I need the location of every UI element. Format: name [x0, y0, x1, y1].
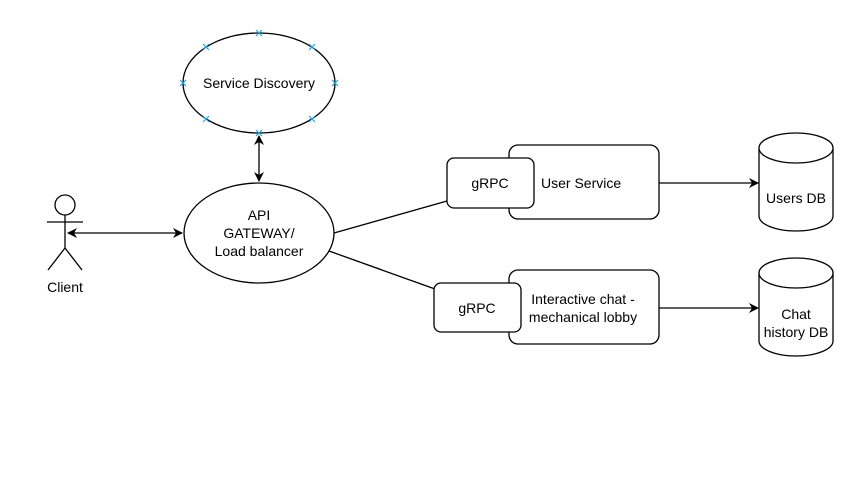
users-db-node[interactable]: Users DB	[758, 132, 834, 232]
handle-bottom-left[interactable]	[202, 115, 210, 123]
client-actor[interactable]: Client	[47, 194, 83, 295]
client-label: Client	[47, 279, 83, 295]
chat-history-db-node[interactable]: Chat history DB	[758, 257, 834, 357]
api-gateway-node[interactable]: API GATEWAY/ Load balancer	[183, 182, 335, 284]
api-gateway-label-line-2: GATEWAY/	[223, 225, 294, 241]
user-service-grpc-label: gRPC	[471, 175, 508, 191]
handle-bottom[interactable]	[255, 129, 263, 137]
chat-service-grpc-label: gRPC	[458, 300, 495, 316]
service-discovery-label: Service Discovery	[203, 75, 315, 91]
chat-history-db-label-line-1: Chat	[781, 306, 811, 322]
handle-top-right[interactable]	[308, 43, 316, 51]
chat-service-label-line-1: Interactive chat -	[531, 291, 635, 307]
api-gateway-label-line-1: API	[248, 207, 271, 223]
chat-service-grpc-node[interactable]: gRPC	[433, 282, 522, 333]
edge-gateway-chat-grpc[interactable]	[328, 250, 436, 290]
users-db-label: Users DB	[766, 190, 826, 206]
user-service-label: User Service	[541, 175, 621, 191]
user-service-grpc-node[interactable]: gRPC	[446, 157, 535, 209]
handle-top[interactable]	[255, 29, 263, 37]
handle-top-left[interactable]	[202, 43, 210, 51]
handle-bottom-right[interactable]	[308, 115, 316, 123]
edge-gateway-user-grpc[interactable]	[333, 200, 448, 234]
chat-history-db-label-line-2: history DB	[764, 324, 829, 340]
chat-service-node[interactable]: Interactive chat - mechanical lobby	[508, 269, 660, 345]
handle-right[interactable]	[331, 79, 339, 87]
service-discovery-node[interactable]: Service Discovery	[179, 29, 339, 137]
handle-left[interactable]	[179, 79, 187, 87]
api-gateway-label-line-3: Load balancer	[215, 243, 304, 259]
chat-service-label-line-2: mechanical lobby	[529, 309, 637, 325]
user-service-node[interactable]: User Service	[508, 144, 660, 220]
selection-handles[interactable]	[179, 29, 339, 137]
actor-icon	[47, 194, 83, 271]
